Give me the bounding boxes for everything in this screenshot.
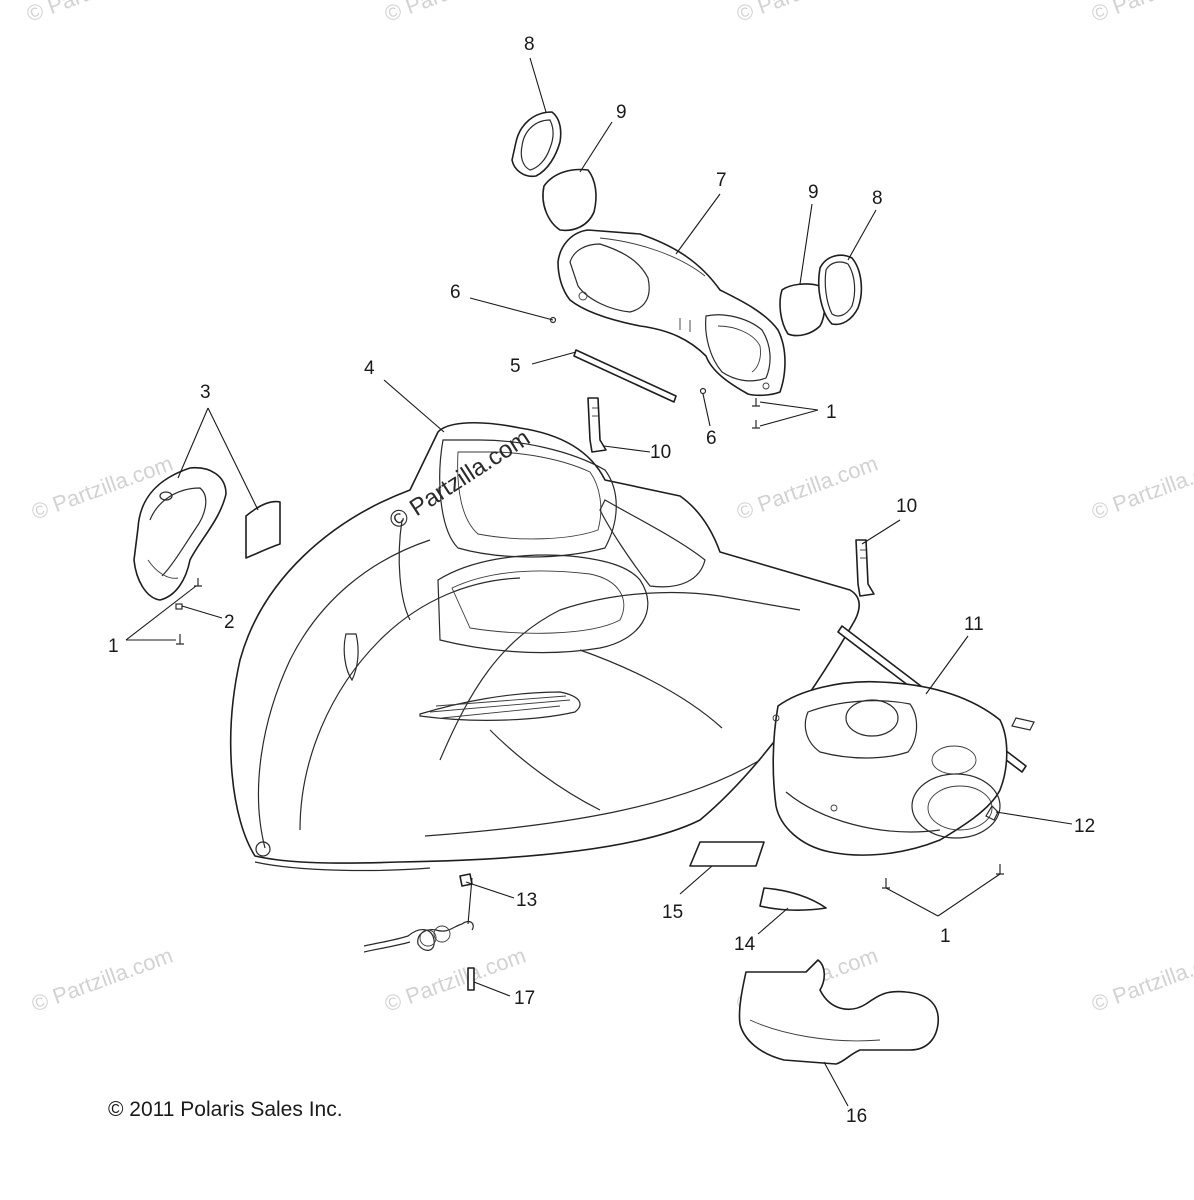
callout-17: 17 bbox=[514, 988, 535, 1009]
callout-5: 5 bbox=[510, 356, 521, 377]
callout-14: 14 bbox=[734, 934, 756, 955]
callout-6: 6 bbox=[706, 428, 717, 449]
fastener-part bbox=[882, 878, 890, 889]
decal-part bbox=[689, 841, 765, 867]
callout-15: 15 bbox=[662, 902, 683, 923]
fastener-part bbox=[752, 420, 760, 429]
callout-8: 8 bbox=[524, 34, 535, 55]
rivet-part bbox=[549, 316, 557, 324]
callout-9: 9 bbox=[808, 182, 819, 203]
watermark-text: © Partzilla.com bbox=[1088, 0, 1194, 27]
heat-shield-part bbox=[738, 959, 939, 1065]
callout-1: 1 bbox=[108, 636, 119, 657]
copyright-notice: © 2011 Polaris Sales Inc. bbox=[108, 1098, 343, 1121]
leader-lines bbox=[125, 57, 1073, 1107]
watermark-text: © Partzilla.com bbox=[28, 943, 176, 1017]
lens-part bbox=[779, 283, 826, 337]
fastener-part bbox=[752, 398, 760, 407]
hood-part bbox=[229, 421, 860, 872]
callout-labels: 8 9 7 9 8 6 5 4 10 6 1 3 2 1 10 11 12 1 … bbox=[108, 34, 1095, 1127]
mirror-part bbox=[133, 467, 227, 601]
watermark-text: © Partzilla.com bbox=[733, 0, 881, 27]
lens-part bbox=[542, 168, 597, 232]
mirror-glass-part bbox=[245, 500, 281, 559]
decal-part bbox=[759, 887, 827, 911]
callout-10: 10 bbox=[650, 442, 671, 463]
latch-part bbox=[587, 397, 607, 453]
callout-10: 10 bbox=[896, 496, 917, 517]
nut-part bbox=[459, 873, 473, 887]
rivet-part bbox=[699, 387, 707, 395]
heat-shield-detail bbox=[749, 1019, 881, 1042]
nut-part bbox=[175, 603, 183, 610]
trim-strip-part bbox=[573, 349, 677, 403]
trim-ring-inner bbox=[824, 261, 856, 317]
callout-16: 16 bbox=[846, 1106, 867, 1127]
callout-1: 1 bbox=[940, 926, 951, 947]
callout-11: 11 bbox=[964, 614, 984, 635]
fastener-part bbox=[194, 578, 202, 587]
instrument-pod-part bbox=[557, 229, 786, 397]
callout-13: 13 bbox=[516, 890, 537, 911]
callout-4: 4 bbox=[364, 358, 375, 379]
callout-12: 12 bbox=[1074, 816, 1095, 837]
callout-9: 9 bbox=[616, 102, 627, 123]
screw-part bbox=[467, 967, 475, 991]
watermark-text: © Partzilla.com bbox=[23, 0, 171, 27]
trim-ring-inner bbox=[520, 119, 554, 171]
console-part bbox=[772, 680, 1035, 856]
watermark-text: © Partzilla.com bbox=[1088, 451, 1194, 525]
callout-6: 6 bbox=[450, 282, 461, 303]
fastener-part bbox=[996, 864, 1004, 875]
latch-part bbox=[855, 539, 875, 597]
callout-1: 1 bbox=[826, 402, 837, 423]
callout-2: 2 bbox=[224, 612, 235, 633]
watermark-text: © Partzilla.com bbox=[381, 943, 529, 1017]
watermark-text: © Partzilla.com bbox=[381, 0, 529, 27]
callout-3: 3 bbox=[200, 382, 211, 403]
callout-7: 7 bbox=[716, 170, 727, 191]
fastener-part bbox=[176, 634, 184, 645]
trim-ring-part bbox=[511, 111, 562, 178]
wire-harness-part bbox=[363, 920, 474, 953]
watermark-text: © Partzilla.com bbox=[1088, 943, 1194, 1017]
callout-8: 8 bbox=[872, 188, 883, 209]
watermark-text: © Partzilla.com bbox=[733, 451, 881, 525]
